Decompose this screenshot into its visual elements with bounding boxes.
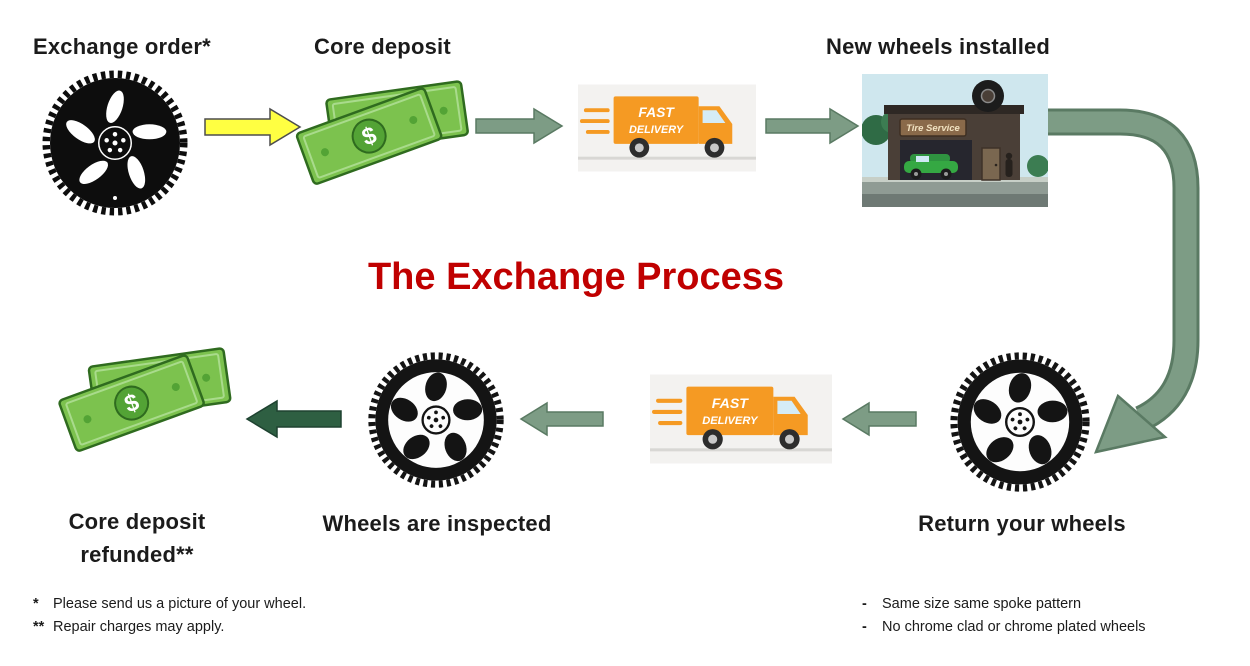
label-return-your-wheels: Return your wheels <box>918 511 1126 536</box>
delivery-truck-image-bottom: FAST DELIVERY <box>650 374 832 464</box>
dollar-bills-graphic: $ $ <box>58 347 232 452</box>
arrow-shipping-to-inspect <box>519 401 604 437</box>
page-title: The Exchange Process <box>367 256 785 298</box>
truck-text-delivery: DELIVERY <box>702 415 759 427</box>
arrow-shipping-to-install <box>765 107 860 145</box>
arrow-inspect-to-refund <box>245 399 342 439</box>
delivery-truck-graphic: FAST DELIVERY <box>650 374 832 464</box>
core-deposit-money-icon: $ $ <box>292 78 472 206</box>
label-core-deposit: Core deposit <box>314 34 451 59</box>
footnote-picture: * Please send us a picture of your wheel… <box>33 596 453 612</box>
footnote-spoke-pattern: - Same size same spoke pattern <box>862 596 1242 612</box>
refund-money-icon: $ $ <box>52 345 237 473</box>
footnote-text: Same size same spoke pattern <box>882 596 1082 612</box>
truck-text-delivery: DELIVERY <box>629 124 685 136</box>
curved-arrow-head <box>1093 393 1168 454</box>
label-core-deposit-refunded: Core deposit refunded** <box>68 509 206 567</box>
label-new-wheels-installed: New wheels installed <box>826 34 1051 59</box>
footnote-marker: - <box>862 619 867 635</box>
footnotes-left: * Please send us a picture of your wheel… <box>33 596 453 642</box>
label-exchange-order: Exchange order* <box>33 34 211 59</box>
curved-arrow-body <box>1046 111 1197 429</box>
footnote-marker: ** <box>33 619 45 635</box>
dollar-bills-graphic: $ $ <box>295 80 469 185</box>
footnote-text: Please send us a picture of your wheel. <box>53 596 307 612</box>
arrow-deposit-to-shipping <box>475 107 564 145</box>
exchange-order-wheel-icon <box>40 68 190 218</box>
tire-service-shop-image: Tire Service <box>862 74 1048 207</box>
footnote-repair: ** Repair charges may apply. <box>33 619 453 635</box>
footnotes-right: - Same size same spoke pattern - No chro… <box>862 596 1242 642</box>
arrow-return-to-shipping <box>841 401 917 437</box>
footnote-text: Repair charges may apply. <box>53 619 225 635</box>
white-wheel-graphic <box>368 352 504 488</box>
return-wheel-icon <box>948 350 1092 494</box>
truck-text-fast: FAST <box>712 395 750 411</box>
shop-sign-text: Tire Service <box>906 123 960 134</box>
arrow-order-to-deposit <box>204 107 302 147</box>
label-wheels-inspected: Wheels are inspected <box>322 511 552 536</box>
inspected-wheel-icon <box>366 350 506 490</box>
footnote-no-chrome: - No chrome clad or chrome plated wheels <box>862 619 1242 635</box>
tire-shop-graphic: Tire Service <box>862 74 1048 207</box>
truck-text-fast: FAST <box>638 104 675 120</box>
footnote-text: No chrome clad or chrome plated wheels <box>882 619 1146 635</box>
footnote-marker: - <box>862 596 867 612</box>
delivery-truck-graphic: FAST DELIVERY <box>578 84 756 172</box>
black-wheel-graphic <box>42 70 188 216</box>
footnote-marker: * <box>33 596 39 612</box>
delivery-truck-image-top: FAST DELIVERY <box>578 84 756 172</box>
white-wheel-graphic <box>950 352 1090 492</box>
